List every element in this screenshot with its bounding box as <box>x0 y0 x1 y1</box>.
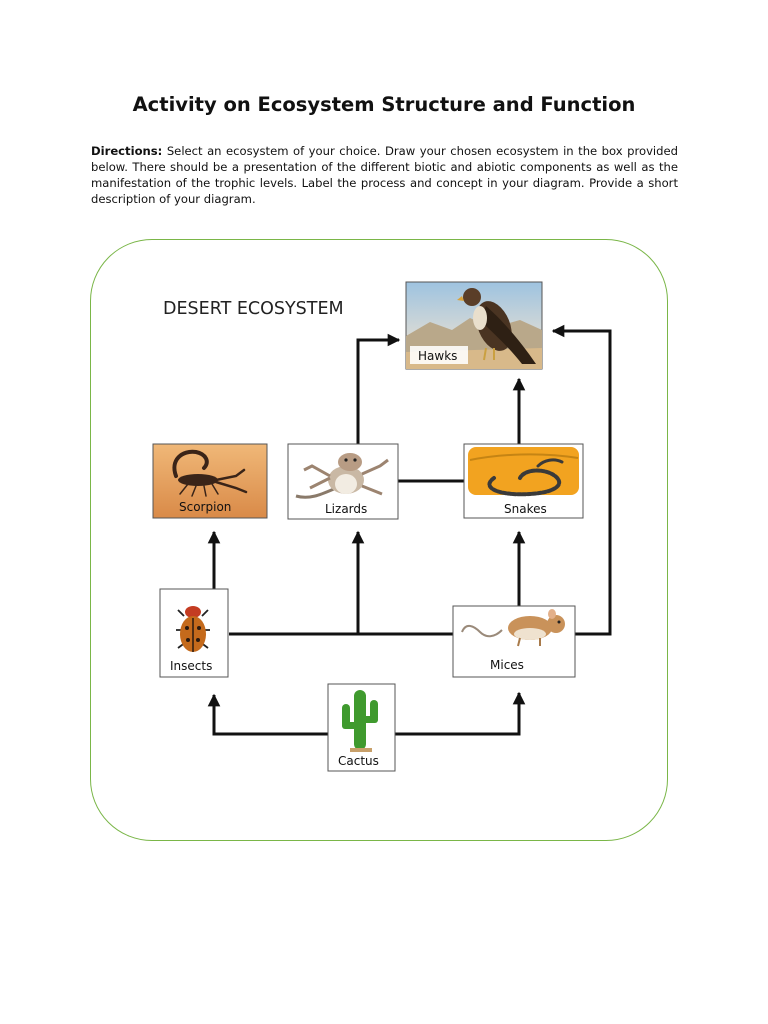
label-scorpion: Scorpion <box>179 500 231 514</box>
directions-paragraph: Directions: Select an ecosystem of your … <box>91 143 678 207</box>
arrow-mices-hawks <box>551 324 612 636</box>
node-hawks: Hawks <box>405 281 543 370</box>
label-lizards: Lizards <box>325 502 367 516</box>
beetle-icon <box>176 606 210 652</box>
mouse-icon <box>461 609 565 647</box>
node-cactus: Cactus <box>327 683 396 772</box>
label-hawks: Hawks <box>418 349 457 363</box>
snake-icon <box>487 458 564 497</box>
directions-text: Select an ecosystem of your choice. Draw… <box>91 144 678 206</box>
label-insects: Insects <box>170 659 212 673</box>
arrow-lizards-hawks <box>356 333 401 444</box>
cactus-icon <box>342 690 378 752</box>
node-lizards: Lizards <box>287 443 399 520</box>
diagram-title: DESERT ECOSYSTEM <box>163 299 344 319</box>
node-scorpion: Scorpion <box>152 443 268 519</box>
page-title: Activity on Ecosystem Structure and Func… <box>132 93 636 116</box>
lizard-icon <box>295 453 389 499</box>
node-snakes: Snakes <box>463 443 584 519</box>
directions-label: Directions: <box>91 144 163 158</box>
diagram-frame <box>90 239 668 841</box>
connectors <box>207 324 612 736</box>
node-mices: Mices <box>452 605 576 678</box>
scorpion-icon <box>172 449 248 497</box>
label-mices: Mices <box>490 658 524 672</box>
arrow-cactus-mices <box>395 691 526 736</box>
hawk-icon <box>457 288 536 364</box>
arrow-cactus-insects <box>207 693 328 736</box>
label-snakes: Snakes <box>504 502 547 516</box>
label-cactus: Cactus <box>338 754 379 768</box>
node-insects: Insects <box>159 588 229 678</box>
